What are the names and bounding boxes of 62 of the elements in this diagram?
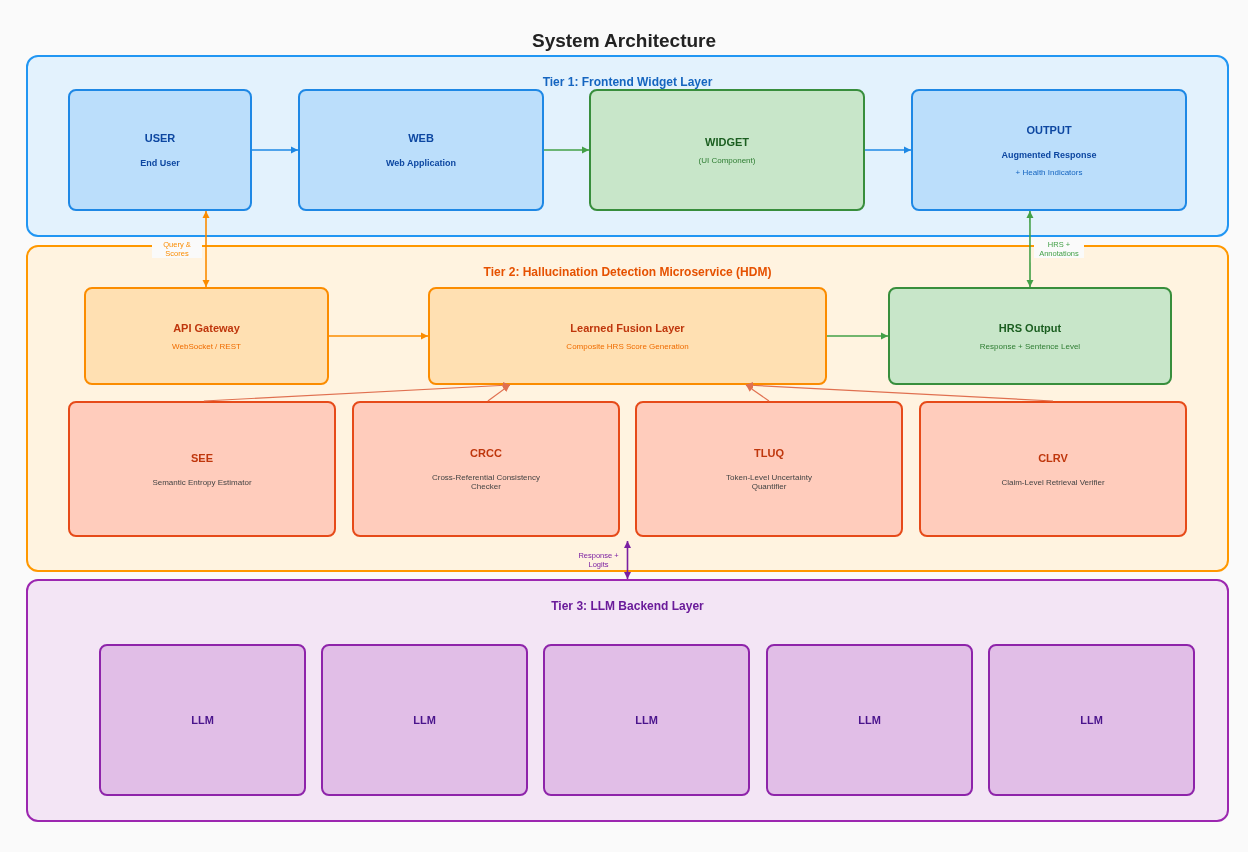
box-heading: WEB [408, 132, 434, 144]
module-box [352, 401, 620, 537]
model-box [766, 644, 973, 796]
module-box [919, 401, 1187, 537]
component-box [589, 89, 865, 211]
arrow [745, 381, 1054, 402]
model-box [543, 644, 750, 796]
box-heading: USER [144, 132, 176, 144]
arrow [328, 332, 429, 340]
box-description: Cross-Referential Consistency Checker [431, 473, 541, 491]
double-arrow [202, 210, 210, 288]
arrow [864, 146, 912, 154]
box-description: Response + Sentence Level [979, 341, 1081, 351]
tier-panel [26, 55, 1229, 237]
component-box [888, 287, 1172, 385]
box-description: End User [140, 158, 180, 168]
box-description: Composite HRS Score Generation [566, 341, 689, 351]
arrow [826, 332, 889, 340]
box-heading: CLRV [1038, 451, 1068, 464]
box-description: + Health Indicators [1015, 167, 1083, 177]
module-box [68, 401, 336, 537]
box-heading: HRS Output [998, 321, 1062, 334]
box-heading: LLM [858, 714, 881, 726]
box-heading: WIDGET [705, 135, 749, 148]
double-arrow [624, 540, 631, 580]
component-box [68, 89, 252, 211]
model-box [988, 644, 1195, 796]
box-heading: LLM [1080, 714, 1103, 726]
box-heading: TLUQ [754, 447, 784, 459]
component-box [428, 287, 827, 385]
box-heading: LLM [635, 714, 658, 726]
box-heading: OUTPUT [1026, 123, 1072, 136]
box-description: Augmented Response [1001, 149, 1097, 160]
panel-title: Tier 2: Hallucination Detection Microservice (HDM) [483, 265, 772, 279]
box-heading: CRCC [470, 447, 502, 459]
tier-panel [26, 579, 1229, 822]
box-heading: API Gateway [173, 321, 240, 334]
module-box [635, 401, 903, 537]
box-description: (UI Component) [698, 155, 756, 165]
box-heading: Learned Fusion Layer [570, 321, 685, 334]
box-description: Web Application [386, 158, 456, 168]
double-arrow [1026, 210, 1034, 288]
box-description: WebSocket / REST [172, 341, 241, 351]
box-heading: LLM [413, 714, 436, 726]
panel-title: Tier 1: Frontend Widget Layer [542, 75, 713, 89]
diagram-title: System Architecture [530, 30, 718, 52]
box-description: Claim-Level Retrieval Verifier [1001, 477, 1105, 487]
model-box [321, 644, 528, 796]
component-box [298, 89, 544, 211]
arrow [543, 146, 590, 154]
model-box [99, 644, 306, 796]
arrow [251, 146, 299, 154]
box-heading: SEE [191, 451, 213, 464]
panel-title: Tier 3: LLM Backend Layer [551, 599, 704, 613]
component-box [911, 89, 1187, 211]
arrow [487, 384, 511, 402]
arrow [745, 384, 770, 402]
box-heading: LLM [191, 714, 214, 726]
component-box [84, 287, 329, 385]
box-description: Token-Level Uncertainty Quantifier [725, 473, 813, 491]
arrow [203, 381, 511, 402]
box-description: Semantic Entropy Estimator [152, 477, 252, 487]
